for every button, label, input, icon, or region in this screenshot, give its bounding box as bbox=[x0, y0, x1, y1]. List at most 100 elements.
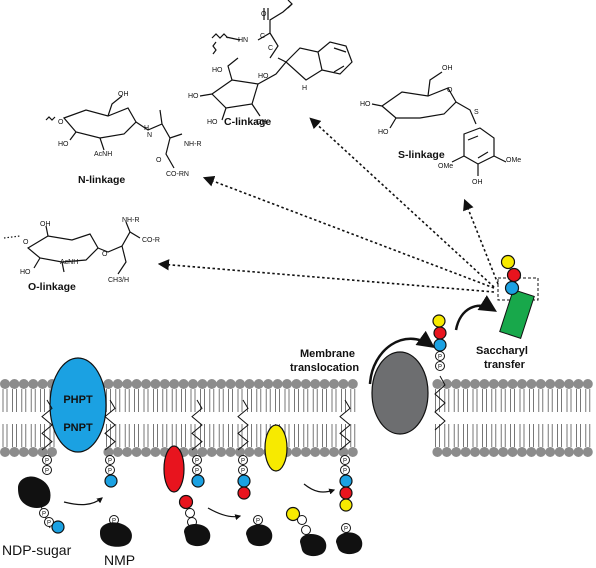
lipid-head bbox=[253, 447, 264, 457]
phosphate-label: P bbox=[45, 469, 49, 475]
red-nmp-phosphate-label: P bbox=[256, 519, 260, 525]
phosphate-label: P bbox=[195, 459, 199, 465]
arrow-to-o-linkage bbox=[157, 259, 495, 293]
sugar-blue bbox=[237, 474, 251, 488]
ndp-sugar-blue bbox=[51, 520, 65, 534]
ndp-to-lipid-arrow bbox=[63, 497, 103, 506]
c-linkage-backbone bbox=[211, 3, 293, 59]
n-substituents bbox=[69, 95, 183, 169]
o-substituents bbox=[33, 221, 141, 275]
lipid-head bbox=[338, 379, 349, 389]
atom-label: HN bbox=[238, 37, 248, 44]
lipid-head bbox=[150, 379, 161, 389]
c-linkage-atom-labels: O HN C C HO HO HO OH HO H bbox=[188, 11, 307, 126]
lipid-head bbox=[150, 447, 161, 457]
sugar-yellow bbox=[432, 314, 446, 328]
o-linkage-structure bbox=[3, 221, 141, 275]
lipid-head bbox=[582, 447, 593, 457]
s-substituents bbox=[371, 71, 477, 129]
lipid-head bbox=[545, 447, 556, 457]
c-linkage-structure bbox=[199, 0, 353, 121]
arrow-to-c-linkage bbox=[309, 117, 495, 288]
atom-label: HO bbox=[360, 101, 371, 108]
lipid-head bbox=[535, 447, 546, 457]
sugar-blue bbox=[339, 474, 353, 488]
donor-phosphate-1 bbox=[185, 508, 195, 518]
lipid-head bbox=[347, 447, 358, 457]
lipid-head bbox=[18, 379, 29, 389]
lipid-head bbox=[216, 447, 227, 457]
red-step-arrow bbox=[207, 507, 242, 521]
atom-label: OMe bbox=[438, 163, 453, 170]
phosphate-label: P bbox=[438, 365, 442, 371]
atom-label: C bbox=[268, 45, 273, 52]
o-dotted-bond bbox=[3, 235, 21, 239]
lipid-head bbox=[432, 379, 443, 389]
indole-link bbox=[277, 57, 287, 63]
polyprenyl-chain bbox=[191, 399, 203, 451]
atom-label: O bbox=[261, 11, 267, 18]
red-nmp-blob bbox=[246, 524, 273, 547]
atom-label: OH bbox=[40, 221, 51, 228]
lipid-head bbox=[122, 447, 133, 457]
atom-label: S bbox=[474, 109, 479, 116]
lipid-head bbox=[28, 447, 39, 457]
phosphate-label: P bbox=[438, 355, 442, 361]
linkage-arrows bbox=[157, 117, 499, 293]
indole-inner bbox=[333, 47, 347, 73]
s-aromatic-subst bbox=[451, 155, 507, 176]
lipid-head bbox=[37, 447, 48, 457]
atom-label: NH-R bbox=[184, 141, 202, 148]
atom-label: CO-R bbox=[142, 237, 160, 244]
yellow-nmp-blob bbox=[336, 532, 363, 555]
lipid-head bbox=[131, 447, 142, 457]
saccharyl-transfer-label-2: transfer bbox=[484, 359, 526, 371]
ndp-phosphate-2 bbox=[44, 517, 54, 527]
lipid-head bbox=[507, 379, 518, 389]
lipid-head bbox=[112, 379, 123, 389]
lipid-head bbox=[188, 379, 198, 389]
s-glucose-ring bbox=[381, 87, 457, 119]
atom-label: O bbox=[58, 119, 64, 126]
lipid-head bbox=[112, 447, 123, 457]
sugar-blue bbox=[433, 338, 447, 352]
lipid-head bbox=[451, 447, 462, 457]
red-step-nmp: P bbox=[246, 515, 273, 547]
atom-label: HO bbox=[212, 67, 223, 74]
sugar-blue bbox=[504, 280, 520, 296]
sugar-red bbox=[339, 486, 353, 500]
membrane-translocation-arrow bbox=[368, 330, 435, 385]
phosphate bbox=[340, 455, 350, 465]
atom-label: O bbox=[156, 157, 162, 164]
atom-label: AcNH bbox=[60, 259, 78, 266]
o-glucose-ring bbox=[26, 233, 99, 263]
phosphate bbox=[42, 465, 52, 475]
lipid-head bbox=[329, 379, 339, 389]
sugar-red bbox=[506, 267, 522, 283]
lipid-head bbox=[573, 379, 584, 389]
phosphate-label: P bbox=[108, 469, 112, 475]
atom-label: O bbox=[447, 87, 453, 94]
lipid-head bbox=[310, 379, 321, 389]
nmp-phosphate-label: P bbox=[112, 519, 116, 525]
lipid-head bbox=[291, 379, 302, 389]
atom-label: HO bbox=[207, 119, 218, 126]
membrane-translocation-label: Membrane bbox=[300, 348, 355, 360]
nmp-label: NMP bbox=[104, 552, 135, 568]
lipid-head bbox=[582, 379, 593, 389]
lipid-head bbox=[432, 447, 443, 457]
lipid-head bbox=[441, 379, 452, 389]
ndp-sugar: P P bbox=[18, 476, 65, 534]
lipid-head bbox=[0, 447, 10, 457]
lipid-head bbox=[235, 447, 245, 457]
flippase-protein bbox=[371, 351, 429, 435]
lipid-head bbox=[498, 447, 509, 457]
donor-red-sugar bbox=[178, 494, 194, 510]
lipid-head bbox=[488, 447, 499, 457]
lipid-head bbox=[479, 379, 490, 389]
yellow-sugar-donor bbox=[285, 506, 327, 557]
indole-ring bbox=[285, 41, 353, 81]
c-glucose-ring bbox=[211, 61, 287, 109]
phosphate-label: P bbox=[45, 459, 49, 465]
